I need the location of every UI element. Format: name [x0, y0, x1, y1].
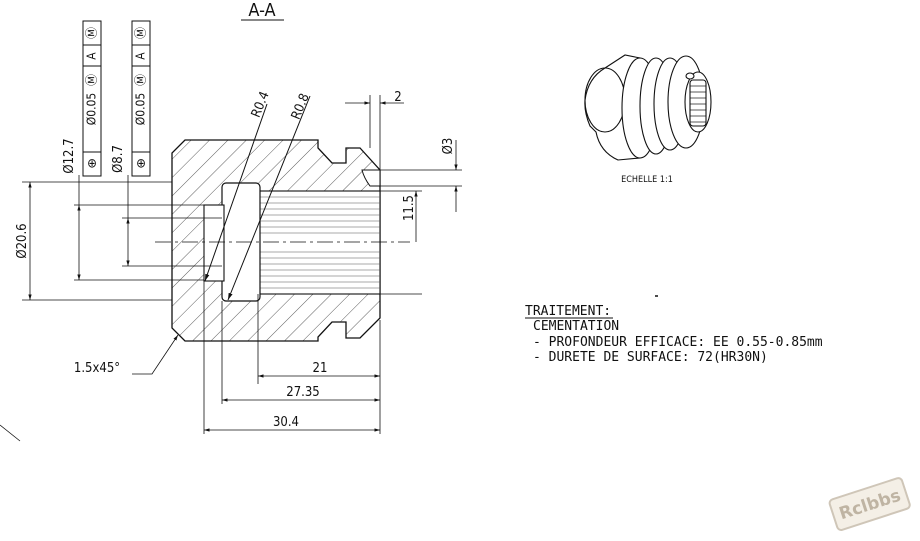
spline-lines — [258, 196, 380, 289]
dim-27-35: 27.35 — [286, 385, 319, 400]
iso-view-caption: ECHELLE 1:1 — [621, 175, 673, 185]
dimension-lines — [0, 95, 462, 442]
treatment-line-3: - DURETE DE SURFACE: 72(HR30N) — [533, 350, 768, 365]
dim-21: 21 — [313, 361, 328, 376]
dim-d3: Ø3 — [441, 138, 456, 155]
svg-text:A: A — [85, 52, 99, 60]
svg-text:Ⓜ: Ⓜ — [134, 27, 148, 39]
svg-text:Ⓜ: Ⓜ — [134, 74, 148, 86]
dim-2: 2 — [394, 90, 401, 105]
inner-step — [203, 204, 225, 282]
spline-bore — [257, 190, 381, 295]
treatment-line-1: CEMENTATION — [533, 319, 619, 334]
dimension-texts: Ø20.6 Ø12.7 Ø8.7 R0.4 R0.8 2 Ø3 11.5 21 … — [15, 89, 456, 430]
section-title: A-A — [241, 0, 284, 21]
dim-r0-4: R0.4 — [249, 89, 273, 119]
svg-text:A-A: A-A — [248, 0, 275, 21]
treatment-notes: TRAITEMENT: CEMENTATION - PROFONDEUR EFF… — [525, 304, 823, 365]
svg-text:⊕: ⊕ — [87, 157, 97, 172]
svg-text:Ⓜ: Ⓜ — [85, 74, 99, 86]
dim-30-4: 30.4 — [273, 415, 299, 430]
dim-chamfer: 1.5x45° — [74, 361, 120, 376]
svg-text:Ⓜ: Ⓜ — [85, 27, 99, 39]
dim-d8-7: Ø8.7 — [111, 145, 126, 173]
watermark-stamp: Rclbbs — [828, 477, 911, 531]
part-section — [155, 95, 410, 342]
treatment-title: TRAITEMENT: — [525, 304, 611, 319]
tolerance-frame-2: Ⓜ A Ø0.05 Ⓜ ⊕ — [131, 20, 151, 177]
cross-hole — [361, 169, 381, 187]
tolerance-frame-1: Ⓜ A Ø0.05 Ⓜ ⊕ — [82, 20, 102, 177]
treatment-line-2: - PROFONDEUR EFFICACE: EE 0.55-0.85mm — [533, 335, 823, 350]
svg-text:Ø0.05: Ø0.05 — [134, 93, 148, 126]
iso-view — [584, 54, 712, 161]
svg-text:⊕: ⊕ — [136, 157, 146, 172]
dim-r0-8: R0.8 — [289, 91, 313, 121]
dim-d12-7: Ø12.7 — [62, 138, 77, 173]
dim-d20-6: Ø20.6 — [15, 223, 30, 258]
dim-11-5: 11.5 — [402, 195, 417, 221]
svg-text:Ø0.05: Ø0.05 — [85, 93, 99, 126]
svg-text:A: A — [134, 52, 148, 60]
